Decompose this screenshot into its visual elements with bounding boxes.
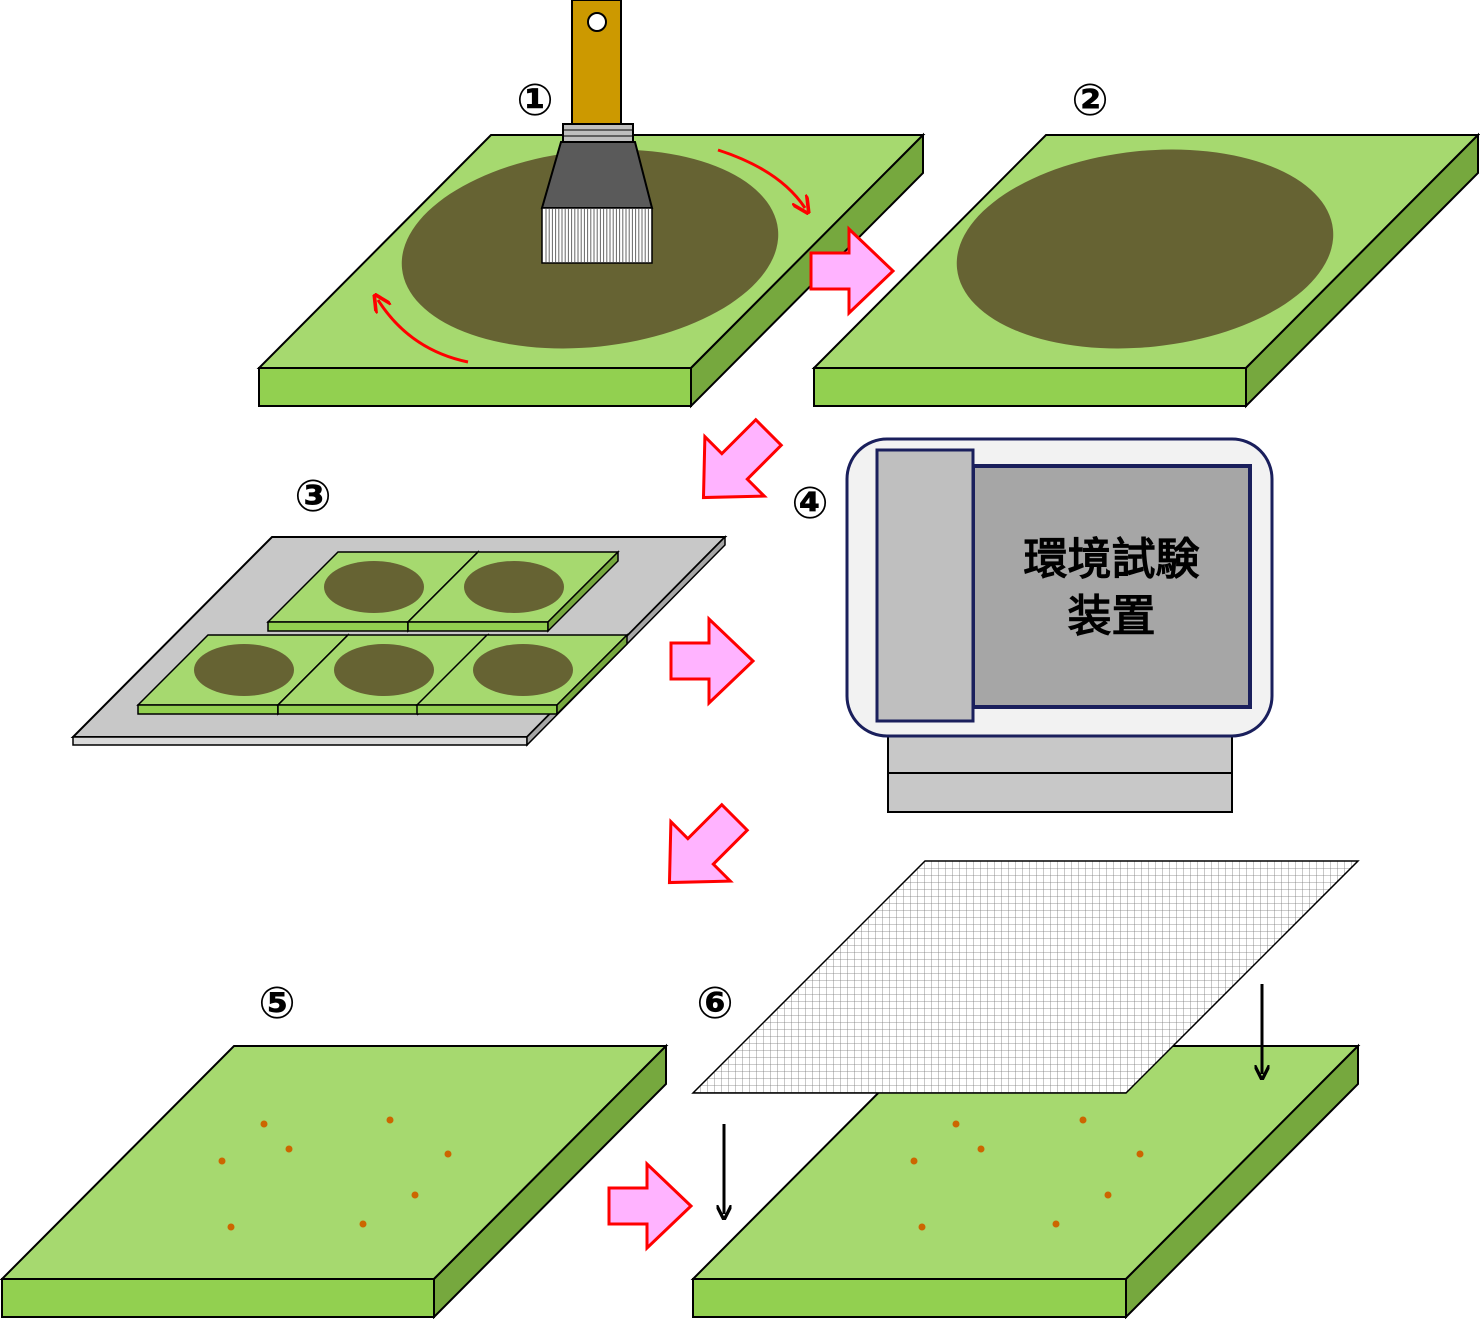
brush-head xyxy=(540,141,654,209)
rotation-arrow-top xyxy=(717,148,805,208)
coated-sample xyxy=(406,550,620,633)
rust-dot xyxy=(977,1145,985,1153)
plate-side xyxy=(433,1043,667,1319)
bristle-lines xyxy=(545,209,649,262)
plate-front xyxy=(1,1278,435,1318)
rotation-arrow-bottom xyxy=(378,300,469,364)
step-label-1: ① xyxy=(516,75,554,126)
environmental-test-chamber xyxy=(845,437,1274,813)
coating-area xyxy=(956,149,1334,349)
sample-tray xyxy=(70,535,728,747)
rust-spots xyxy=(218,1116,452,1231)
rust-dot xyxy=(227,1223,235,1231)
step-label-2: ② xyxy=(1071,75,1109,126)
chamber-door xyxy=(875,448,975,723)
rust-dot xyxy=(1052,1220,1060,1228)
grid-mesh-sheet xyxy=(691,860,1360,1094)
rust-dot xyxy=(1104,1191,1112,1199)
plate-5 xyxy=(0,1043,669,1319)
plate-side xyxy=(1245,132,1479,409)
chamber-label-line2: 装置 xyxy=(1067,591,1156,642)
brush-handle-hole xyxy=(587,12,607,32)
step-label-4: ④ xyxy=(791,478,829,529)
block-arrow-icon xyxy=(667,802,750,885)
rust-dot xyxy=(444,1150,452,1158)
chamber-label-line1: 環境試験 xyxy=(1023,533,1200,585)
plate-2 xyxy=(811,132,1480,409)
step-label-5: ⑤ xyxy=(258,978,296,1029)
plate-side xyxy=(1125,1043,1359,1319)
rust-spots xyxy=(910,1116,1144,1231)
coated-sample xyxy=(415,633,629,716)
chamber-base-upper xyxy=(887,732,1233,774)
plate-front xyxy=(813,367,1247,407)
plate-side xyxy=(690,132,924,409)
rust-dot xyxy=(1136,1150,1144,1158)
chamber-window xyxy=(971,464,1252,709)
block-arrow-icon xyxy=(701,417,784,500)
plate-front xyxy=(258,367,692,407)
rust-dot xyxy=(218,1157,226,1165)
coated-samples xyxy=(136,550,629,716)
rust-dot xyxy=(411,1191,419,1199)
step-label-6: ⑥ xyxy=(696,978,734,1029)
block-arrow-icon xyxy=(669,615,756,707)
rust-dot xyxy=(918,1223,926,1231)
chamber-base-lower xyxy=(887,772,1233,813)
rust-dot xyxy=(910,1157,918,1165)
tray-front xyxy=(72,736,528,746)
brush-ferrule xyxy=(562,123,634,143)
rust-dot xyxy=(952,1120,960,1128)
rust-dot xyxy=(386,1116,394,1124)
block-arrow-icon xyxy=(607,1160,694,1252)
chamber-label: 環境試験 装置 xyxy=(973,470,1250,706)
block-arrow-icon xyxy=(809,225,896,317)
rust-dot xyxy=(260,1120,268,1128)
step-label-3: ③ xyxy=(294,471,332,522)
plate-front xyxy=(692,1278,1127,1318)
rust-dot xyxy=(359,1220,367,1228)
rust-dot xyxy=(1079,1116,1087,1124)
paint-brush-icon xyxy=(540,0,654,264)
rust-dot xyxy=(285,1145,293,1153)
plate-6 xyxy=(690,1043,1361,1319)
flow-arrows xyxy=(607,225,896,1252)
